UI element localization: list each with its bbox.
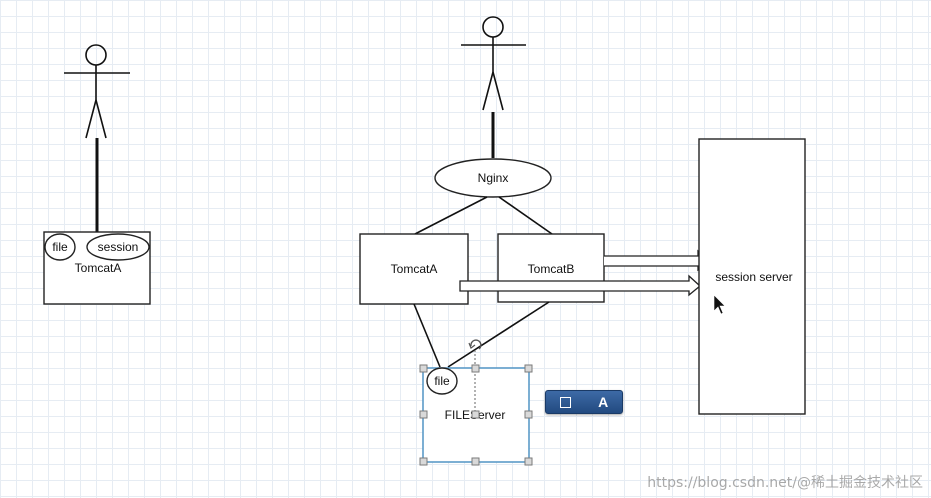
file-server-file-ellipse[interactable] [426, 367, 458, 395]
text-tool-icon[interactable]: A [598, 394, 609, 410]
handle-top-middle[interactable] [471, 364, 480, 373]
tomcat-a-label: TomcatA [391, 262, 438, 276]
nginx-to-tomcat-b-line [498, 196, 553, 235]
rotate-handle-arrowhead [468, 342, 476, 349]
tomcat-b-to-session-arrow[interactable] [604, 249, 710, 272]
nginx-node[interactable]: Nginx [434, 158, 552, 198]
tomcat-a-to-file-line [413, 303, 441, 368]
left-user-leg-left [85, 99, 97, 139]
handle-bottom-middle[interactable] [471, 457, 480, 466]
left-session-label: session [98, 240, 139, 254]
left-session-ellipse[interactable] [86, 233, 150, 261]
nginx-to-tomcat-a-line [414, 196, 488, 235]
mouse-cursor-icon [713, 294, 726, 315]
watermark: https://blog.csdn.net/@稀土掘金技术社区 [647, 475, 923, 491]
handle-top-left[interactable] [419, 364, 428, 373]
floating-toolbar: A [545, 390, 623, 414]
left-user-head [85, 44, 107, 66]
tomcat-b-label: TomcatB [528, 262, 575, 276]
left-file-ellipse[interactable] [44, 233, 76, 261]
session-server-label: session server [715, 270, 792, 284]
handle-middle-left[interactable] [419, 410, 428, 419]
left-tomcat-box[interactable]: file session TomcatA [43, 231, 151, 305]
left-user-leg-right [95, 99, 107, 139]
handle-center[interactable] [471, 410, 480, 419]
left-user-figure[interactable] [64, 44, 130, 139]
handle-bottom-left[interactable] [419, 457, 428, 466]
left-tomcat-label: TomcatA [75, 261, 122, 275]
handle-top-right[interactable] [524, 364, 533, 373]
left-file-label: file [52, 240, 68, 254]
right-user-leg-left [482, 71, 494, 111]
rotate-handle-icon[interactable] [470, 339, 482, 350]
session-server-rect [698, 138, 806, 415]
tomcat-b-to-file-line [447, 301, 550, 368]
nginx-ellipse [434, 158, 552, 198]
tomcat-a-box[interactable]: TomcatA [359, 233, 469, 305]
file-server-file-label: file [434, 374, 450, 388]
right-user-head [482, 16, 504, 38]
tomcat-a-to-session-arrow[interactable] [459, 274, 701, 297]
tomcat-b-box[interactable]: TomcatB [497, 233, 605, 303]
tomcat-a-rect [359, 233, 469, 305]
selection-handles[interactable] [419, 364, 533, 466]
session-server-box[interactable]: session server [698, 138, 806, 415]
handle-bottom-right[interactable] [524, 457, 533, 466]
rectangle-tool-icon[interactable] [559, 396, 571, 408]
right-user-figure[interactable] [461, 16, 526, 111]
nginx-label: Nginx [478, 171, 509, 185]
right-user-leg-right [492, 71, 504, 111]
handle-middle-right[interactable] [524, 410, 533, 419]
